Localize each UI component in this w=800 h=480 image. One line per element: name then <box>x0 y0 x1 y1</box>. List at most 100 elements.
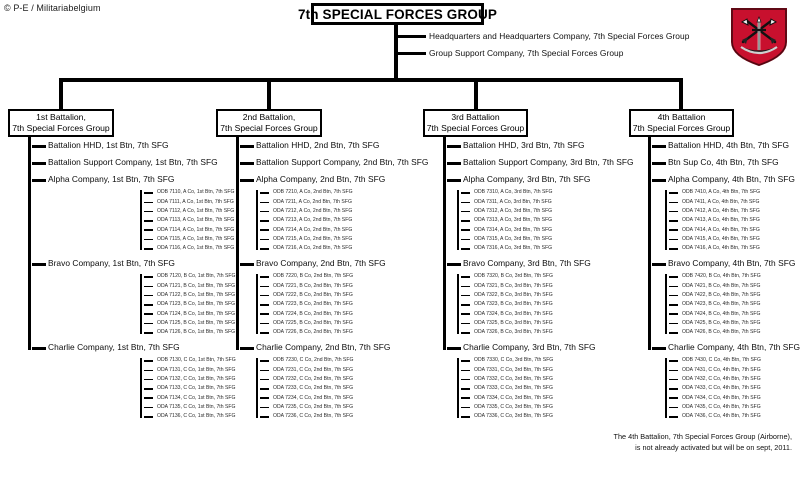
team-label: ODA 7115, A Co, 1st Btn, 7th SFG <box>157 235 235 242</box>
team-label: ODA 7325, B Co, 3rd Btn, 7th SFG <box>474 319 553 326</box>
battalion-spine-3rd-battalion <box>443 137 446 350</box>
team-label: ODA 7321, B Co, 3rd Btn, 7th SFG <box>474 282 553 289</box>
staff-label: Btn Sup Co, 4th Btn, 7th SFG <box>668 157 779 167</box>
team-tick <box>461 313 470 315</box>
team-tick <box>669 322 678 325</box>
team-label: ODB 7110, A Co, 1st Btn, 7th SFG <box>157 189 235 196</box>
team-label: ODA 7434, C Co, 4th Btn, 7th SFG <box>682 394 761 401</box>
company-label[interactable]: Charlie Company, 2nd Btn, 7th SFG <box>256 342 391 352</box>
staff-tick <box>240 145 254 148</box>
team-tick <box>669 332 678 334</box>
battalion-box-line2: 7th Special Forces Group <box>632 123 731 133</box>
team-label: ODA 7425, B Co, 4th Btn, 7th SFG <box>682 319 761 326</box>
team-tick <box>144 294 153 297</box>
team-label: ODB 7130, C Co, 1st Btn, 7th SFG <box>157 357 236 364</box>
team-tick <box>669 378 678 381</box>
company-label[interactable]: Bravo Company, 1st Btn, 7th SFG <box>48 258 175 268</box>
staff-tick <box>652 162 666 165</box>
team-label: ODA 7124, B Co, 1st Btn, 7th SFG <box>157 310 236 317</box>
team-tick <box>669 229 678 231</box>
team-label: ODB 7220, B Co, 2nd Btn, 7th SFG <box>273 273 354 280</box>
team-label: ODA 7232, C Co, 2nd Btn, 7th SFG <box>273 376 354 382</box>
gsc-connector <box>396 52 426 55</box>
battalion-box-3rd[interactable]: 3rd Battalion 7th Special Forces Group <box>423 109 528 137</box>
team-label: ODA 7314, A Co, 3rd Btn, 7th SFG <box>474 226 553 233</box>
company-label[interactable]: Charlie Company, 1st Btn, 7th SFG <box>48 342 180 352</box>
team-tick <box>669 192 678 194</box>
team-label: ODA 7332, C Co, 3rd Btn, 7th SFG <box>474 376 553 382</box>
team-label: ODA 7414, A Co, 4th Btn, 7th SFG <box>682 226 760 233</box>
company-label[interactable]: Bravo Company, 3rd Btn, 7th SFG <box>463 258 591 268</box>
staff-tick <box>240 162 254 165</box>
team-label: ODA 7335, C Co, 3rd Btn, 7th SFG <box>474 403 553 410</box>
team-tick <box>144 304 153 306</box>
team-tick <box>669 201 678 204</box>
company-label[interactable]: Charlie Company, 4th Btn, 7th SFG <box>668 342 800 352</box>
team-label: ODA 7421, B Co, 4th Btn, 7th SFG <box>682 282 761 289</box>
battalion-box-1st[interactable]: 1st Battalion, 7th Special Forces Group <box>8 109 114 137</box>
team-tick <box>144 388 153 390</box>
company-tick <box>240 263 254 266</box>
team-tick <box>260 238 269 241</box>
team-label: ODA 7436, C Co, 4th Btn, 7th SFG <box>682 413 761 420</box>
company-label[interactable]: Alpha Company, 3rd Btn, 7th SFG <box>463 174 591 184</box>
staff-label: Battalion HHD, 3rd Btn, 7th SFG <box>463 140 585 150</box>
team-tick <box>260 285 269 288</box>
team-tick <box>461 304 470 306</box>
staff-tick <box>32 145 46 148</box>
battalion-box-2nd[interactable]: 2nd Battalion, 7th Special Forces Group <box>216 109 322 137</box>
team-tick <box>669 220 678 222</box>
team-label: ODA 7221, B Co, 2nd Btn, 7th SFG <box>273 282 353 289</box>
team-tick <box>461 238 470 241</box>
team-tick <box>260 248 269 250</box>
staff-label: Battalion HHD, 2nd Btn, 7th SFG <box>256 140 380 150</box>
team-label: ODA 7125, B Co, 1st Btn, 7th SFG <box>157 319 236 326</box>
staff-label: Battalion Support Company, 3rd Btn, 7th … <box>463 157 634 167</box>
team-label: ODA 7215, A Co, 2nd Btn, 7th SFG <box>273 235 353 242</box>
battalion-drop-0 <box>59 78 63 109</box>
team-label: ODA 7122, B Co, 1st Btn, 7th SFG <box>157 292 236 298</box>
team-tick <box>260 332 269 334</box>
team-tick <box>461 332 470 334</box>
company-label[interactable]: Alpha Company, 2nd Btn, 7th SFG <box>256 174 386 184</box>
staff-tick <box>32 162 46 165</box>
battalion-box-line2: 7th Special Forces Group <box>426 123 525 133</box>
company-label[interactable]: Charlie Company, 3rd Btn, 7th SFG <box>463 342 596 352</box>
company-tick <box>32 347 46 350</box>
team-label: ODA 7312, A Co, 3rd Btn, 7th SFG <box>474 208 553 214</box>
group-title-text: 7th SPECIAL FORCES GROUP <box>297 6 498 22</box>
company-tick <box>447 263 461 266</box>
team-label: ODA 7226, B Co, 2nd Btn, 7th SFG <box>273 329 353 336</box>
company-label[interactable]: Bravo Company, 4th Btn, 7th SFG <box>668 258 796 268</box>
team-label: ODA 7331, C Co, 3rd Btn, 7th SFG <box>474 366 553 373</box>
team-tick <box>260 276 269 278</box>
team-label: ODA 7214, A Co, 2nd Btn, 7th SFG <box>273 226 353 233</box>
company-label[interactable]: Alpha Company, 4th Btn, 7th SFG <box>668 174 795 184</box>
activation-footnote-line1: The 4th Battalion, 7th Special Forces Gr… <box>613 432 792 441</box>
team-label: ODA 7322, B Co, 3rd Btn, 7th SFG <box>474 292 553 298</box>
battalion-drop-2 <box>474 78 478 109</box>
battalion-spine-2nd-battalion <box>236 137 239 350</box>
team-label: ODA 7235, C Co, 2nd Btn, 7th SFG <box>273 403 354 410</box>
company-label[interactable]: Bravo Company, 2nd Btn, 7th SFG <box>256 258 386 268</box>
team-tick <box>144 416 153 418</box>
team-tick <box>144 248 153 250</box>
team-tick <box>260 378 269 381</box>
team-label: ODA 7333, C Co, 3rd Btn, 7th SFG <box>474 385 553 392</box>
team-tick <box>260 220 269 222</box>
team-tick <box>144 210 153 213</box>
team-tick <box>461 210 470 213</box>
team-spine <box>457 358 459 418</box>
team-tick <box>461 220 470 222</box>
team-tick <box>461 406 470 409</box>
team-label: ODA 7424, B Co, 4th Btn, 7th SFG <box>682 310 761 317</box>
battalion-box-4th[interactable]: 4th Battalion 7th Special Forces Group <box>629 109 734 137</box>
staff-label: Battalion Support Company, 2nd Btn, 7th … <box>256 157 429 167</box>
company-label[interactable]: Alpha Company, 1st Btn, 7th SFG <box>48 174 175 184</box>
team-label: ODB 7230, C Co, 2nd Btn, 7th SFG <box>273 357 354 364</box>
staff-tick <box>447 145 461 148</box>
team-label: ODA 7131, C Co, 1st Btn, 7th SFG <box>157 366 236 373</box>
team-tick <box>260 192 269 194</box>
team-label: ODA 7313, A Co, 3rd Btn, 7th SFG <box>474 217 553 224</box>
team-tick <box>461 369 470 372</box>
